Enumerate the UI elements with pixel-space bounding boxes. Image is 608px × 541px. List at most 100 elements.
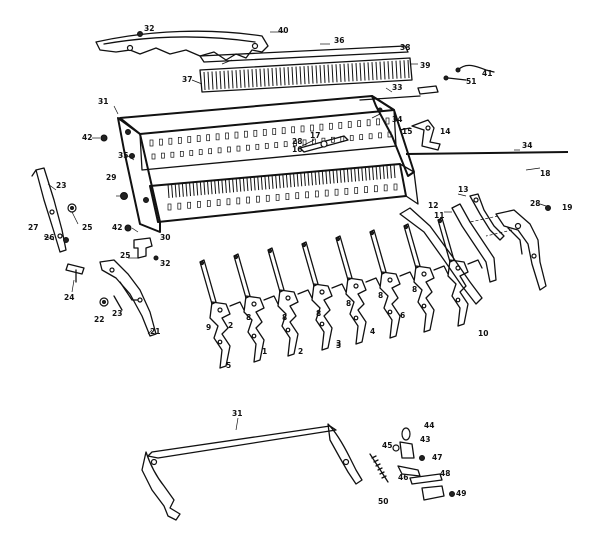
comb-tooth	[364, 166, 367, 181]
part-23-spring	[113, 295, 123, 311]
part-49-bracket	[421, 485, 455, 501]
callout-label: 48	[440, 469, 450, 478]
frame-slot	[161, 152, 165, 159]
callout-label: 34	[392, 115, 402, 124]
comb-tooth	[354, 167, 357, 182]
frame-slot	[364, 186, 368, 193]
callout-label: 30	[160, 233, 170, 242]
frame-slot	[354, 187, 359, 194]
frame-slot	[177, 202, 182, 210]
frame-slot	[226, 198, 231, 206]
comb-tooth	[239, 177, 242, 192]
callout-label: 45	[382, 441, 392, 450]
keylever-rod	[267, 247, 285, 293]
frame-slot	[291, 126, 295, 134]
part-44-ring	[401, 427, 411, 441]
frame-slot	[285, 193, 290, 200]
comb-tooth	[207, 71, 210, 90]
frame-slot	[281, 127, 286, 135]
callout-label: 1	[262, 347, 267, 356]
keylever-rod	[233, 253, 251, 299]
part-48-link	[409, 473, 443, 485]
comb-tooth	[335, 64, 338, 83]
comb-tooth	[260, 175, 263, 190]
comb-tooth	[215, 71, 218, 90]
frame-slot	[366, 119, 371, 127]
callout-label: 31	[98, 97, 108, 106]
comb-tooth	[255, 68, 258, 87]
callout-label: 33	[392, 83, 402, 92]
comb-tooth	[325, 169, 328, 185]
keylever	[199, 259, 245, 369]
keylever-spring	[467, 259, 483, 269]
frame-slot	[225, 132, 229, 140]
comb-tooth	[196, 181, 199, 196]
comb-tooth	[319, 65, 322, 84]
callout-label: 25	[120, 251, 130, 260]
frame-slot	[236, 197, 241, 205]
keylever	[369, 229, 415, 339]
pivot-hole	[387, 277, 393, 283]
comb-tooth	[228, 178, 231, 193]
part-26-pin	[63, 237, 69, 243]
callout-label: 31	[232, 409, 242, 418]
callout-label: 46	[398, 473, 408, 482]
comb-tooth	[287, 67, 290, 86]
comb-tooth	[227, 70, 230, 89]
comb-tooth	[250, 176, 253, 191]
frame-slot	[376, 118, 380, 126]
comb-tooth	[318, 170, 321, 185]
leader-lines	[43, 31, 547, 431]
comb-tooth	[296, 172, 299, 187]
pivot-hole	[217, 307, 223, 313]
keylever-rod	[403, 223, 421, 269]
frame-slot	[324, 189, 329, 197]
callout-label: 19	[562, 203, 572, 212]
part-46-spring-bracket	[397, 465, 421, 477]
keylever-spring	[365, 277, 381, 287]
comb-tooth	[367, 62, 370, 81]
comb-tooth	[278, 174, 281, 189]
frame-slot	[262, 129, 267, 136]
keylever-body	[345, 277, 367, 345]
comb-tooth	[393, 163, 396, 179]
comb-tooth	[246, 176, 249, 192]
frame-slot	[378, 132, 382, 139]
comb-tooth	[178, 183, 181, 198]
part-23-side-lever	[31, 167, 67, 253]
part-47-screw	[419, 455, 425, 461]
comb-tooth	[275, 174, 278, 189]
comb-tooth	[285, 173, 288, 188]
comb-tooth	[267, 68, 270, 87]
frame-slot	[255, 143, 260, 150]
frame-slot	[295, 192, 300, 200]
pivot-hole	[319, 321, 325, 327]
pivot-hole	[251, 301, 257, 307]
comb-tooth	[343, 63, 346, 82]
frame-slot	[149, 139, 154, 147]
comb-tooth	[275, 67, 278, 86]
comb-tooth	[327, 64, 330, 83]
comb-tooth	[167, 183, 170, 199]
callout-label: 43	[420, 435, 430, 444]
comb-tooth	[263, 68, 266, 87]
callout-label: 51	[466, 77, 476, 86]
comb-tooth	[328, 169, 331, 184]
comb-tooth	[363, 62, 366, 81]
frame-slot	[383, 184, 388, 192]
part-42-screw-upper	[100, 134, 108, 142]
frame-slot	[315, 190, 319, 198]
frame-slot	[368, 133, 373, 140]
keylever-body	[413, 265, 435, 333]
comb-tooth	[199, 181, 202, 196]
frame-slot	[215, 133, 220, 141]
callout-label: 18	[540, 169, 550, 178]
comb-tooth	[357, 167, 360, 182]
comb-tooth	[239, 69, 242, 88]
pivot-hole	[285, 327, 291, 333]
frame-slot	[246, 196, 250, 204]
keylever-body	[209, 301, 231, 369]
comb-tooth	[399, 60, 402, 79]
comb-tooth	[282, 173, 285, 188]
